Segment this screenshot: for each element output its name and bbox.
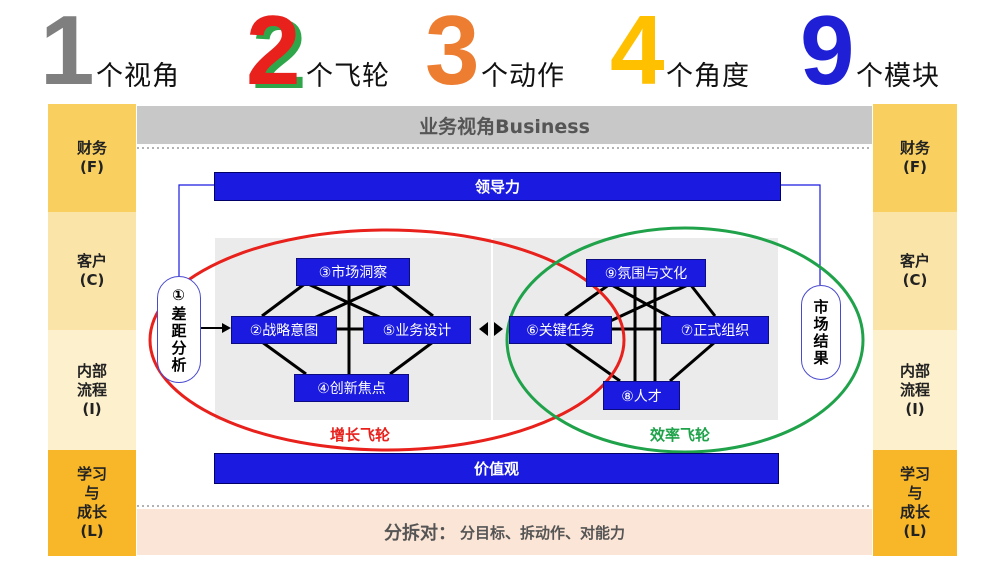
left-cell-finance: 财务 (F) [48, 104, 136, 212]
header-number-2-shadow: 2 [252, 0, 307, 109]
strategic-intent-box: ②战略意图 [231, 316, 337, 344]
right-cell-customer: 客户 (C) [873, 212, 957, 330]
efficiency-wheel-label: 效率飞轮 [650, 426, 711, 444]
right-bracket-line [779, 184, 821, 285]
gap-to-strategy-arrow [200, 323, 231, 333]
gap-analysis-pill: ①差距分析 [157, 276, 201, 383]
header-number-2: 2 [246, 0, 301, 105]
right-cell-finance: 财务 (F) [873, 104, 957, 212]
decompose-band: 分拆对： 分目标、拆动作、对能力 [137, 509, 872, 555]
header-label-4: 个角度 [666, 61, 750, 92]
header-item-4: 4 个角度 [610, 0, 770, 105]
formal-org-box: ⑦正式组织 [661, 316, 769, 344]
right-cell-internal-process: 内部 流程 (I) [873, 330, 957, 450]
header-number-3: 3 [425, 0, 480, 105]
growth-wheel-ellipse [148, 228, 626, 452]
header-item-1: 1 个视角 [40, 0, 200, 105]
key-tasks-box: ⑥关键任务 [509, 316, 612, 344]
business-design-box: ⑤业务设计 [363, 316, 471, 344]
talent-box: ⑧人才 [603, 381, 680, 410]
left-cell-internal-process: 内部 流程 (I) [48, 330, 136, 450]
header-item-2: 2 2 个飞轮 [246, 0, 406, 105]
decompose-title: 分拆对： [383, 523, 456, 544]
left-cell-customer: 客户 (C) [48, 212, 136, 330]
innovation-focus-box: ④创新焦点 [294, 374, 409, 402]
header-number-9: 9 [800, 0, 855, 105]
efficiency-wheel-ellipse [505, 226, 865, 454]
values-bar: 价值观 [214, 453, 779, 484]
right-cell-learning-growth: 学习 与 成长 (L) [873, 450, 957, 556]
bidirectional-arrow [479, 322, 503, 336]
left-bracket-line [178, 184, 214, 278]
leadership-bar: 领导力 [214, 172, 781, 201]
business-perspective-band: 业务视角Business [137, 106, 872, 144]
decompose-subtitle: 分目标、拆动作、对能力 [459, 523, 625, 542]
header-number-1: 1 [40, 0, 95, 105]
header-item-3: 3 个动作 [425, 0, 585, 105]
growth-wheel-label: 增长飞轮 [330, 426, 391, 444]
atmosphere-culture-box: ⑨氛围与文化 [586, 259, 706, 287]
left-cell-learning-growth: 学习 与 成长 (L) [48, 450, 136, 556]
header-label-1: 个视角 [96, 61, 180, 92]
header-number-4: 4 [610, 0, 665, 105]
header-label-9: 个模块 [856, 61, 940, 92]
market-insight-box: ③市场洞察 [296, 258, 410, 286]
header-label-2: 个飞轮 [306, 61, 390, 92]
header-item-9: 9 个模块 [800, 0, 1000, 105]
header-label-3: 个动作 [481, 61, 565, 92]
market-result-pill: 市场结果 [801, 285, 841, 380]
